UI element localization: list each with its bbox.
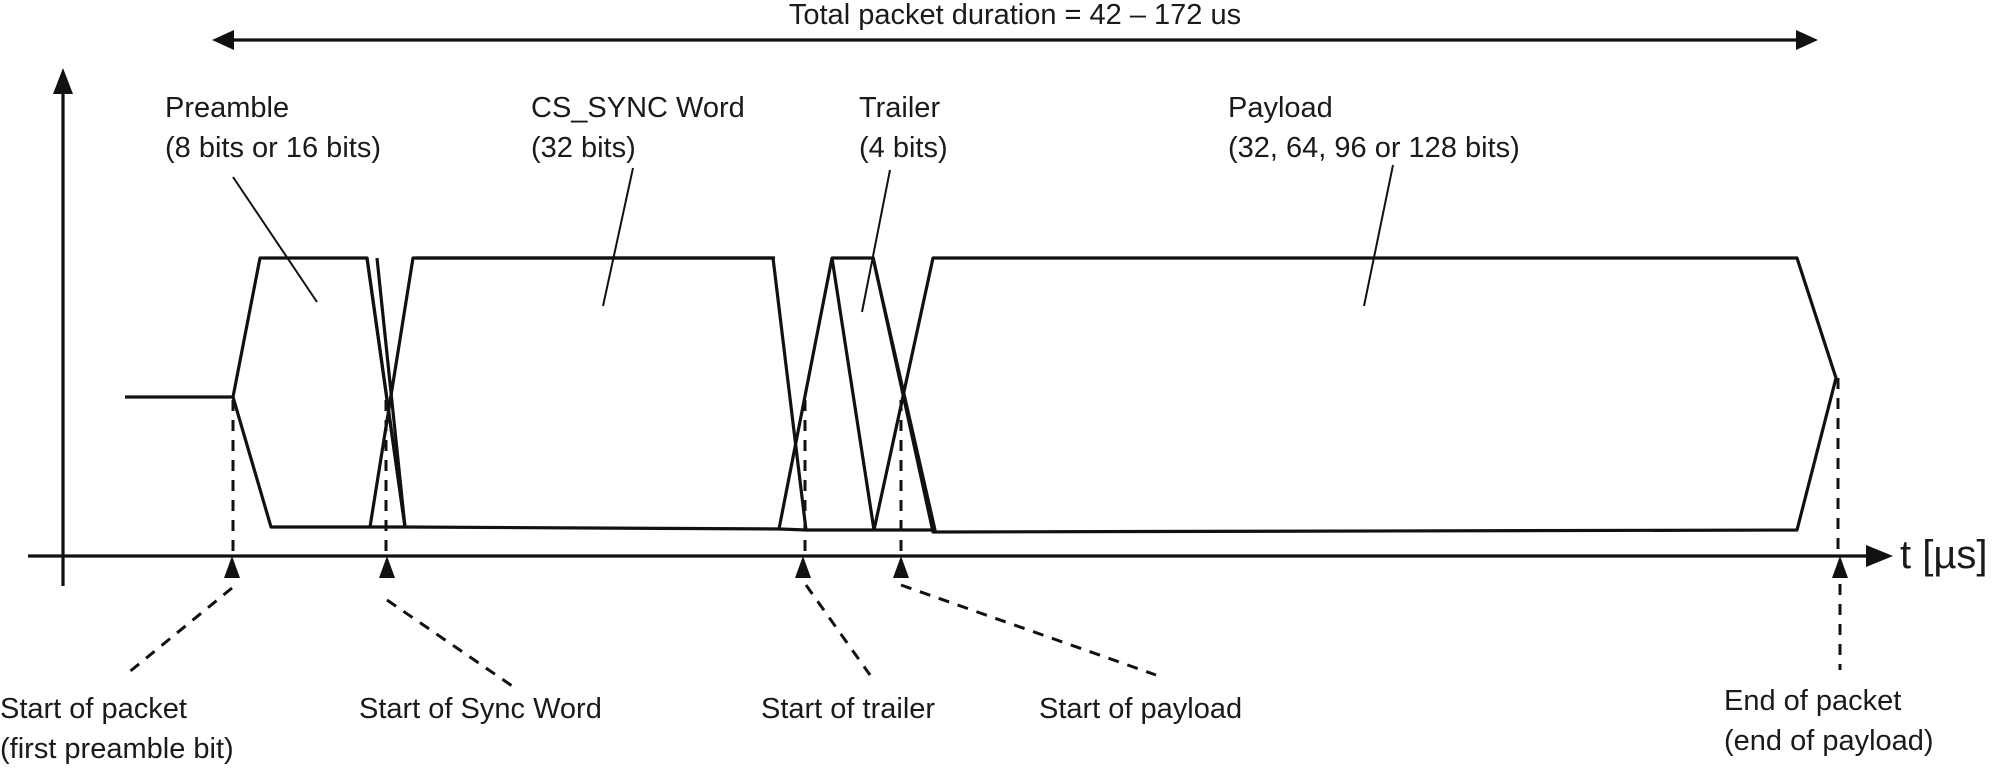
preamble-field xyxy=(231,256,407,529)
field-preamble: Preamble (8 bits or 16 bits) xyxy=(165,92,381,303)
sync-word-name: CS_SYNC Word xyxy=(531,92,745,124)
duration-label: Total packet duration = 42 – 172 us xyxy=(789,0,1241,31)
time-axis-label: t [µs] xyxy=(1900,533,1988,577)
field-payload: Payload (32, 64, 96 or 128 bits) xyxy=(1228,92,1520,307)
marker-start-of-packet-line2: (first preamble bit) xyxy=(0,733,234,765)
marker-start-of-sync-word-line1: Start of Sync Word xyxy=(359,693,602,725)
payload-name: Payload xyxy=(1228,92,1333,124)
time-axis xyxy=(28,545,1893,567)
duration-arrow xyxy=(212,30,1818,50)
trailer-name: Trailer xyxy=(859,92,940,124)
payload-field xyxy=(871,256,1838,534)
marker-end-of-packet-line1: End of packet xyxy=(1724,685,1901,717)
marker-start-of-trailer: Start of trailer xyxy=(761,400,935,725)
marker-start-of-packet-line1: Start of packet xyxy=(0,693,187,725)
marker-end-of-packet: End of packet (end of payload) xyxy=(1724,378,1934,757)
marker-start-of-payload-line1: Start of payload xyxy=(1039,693,1242,725)
marker-start-of-sync-word: Start of Sync Word xyxy=(359,400,602,725)
sync-word-field xyxy=(404,525,807,532)
marker-start-of-packet: Start of packet (first preamble bit) xyxy=(0,400,240,765)
y-axis xyxy=(53,68,73,586)
marker-start-of-trailer-line1: Start of trailer xyxy=(761,693,935,725)
field-trailer: Trailer (4 bits) xyxy=(859,92,948,313)
marker-end-of-packet-line2: (end of payload) xyxy=(1724,725,1934,757)
sync-word-size: (32 bits) xyxy=(531,132,636,164)
preamble-size: (8 bits or 16 bits) xyxy=(165,132,381,164)
preamble-name: Preamble xyxy=(165,92,289,124)
signal-waveform xyxy=(125,256,1838,534)
field-sync-word: CS_SYNC Word (32 bits) xyxy=(531,92,745,307)
payload-size: (32, 64, 96 or 128 bits) xyxy=(1228,132,1520,164)
trailer-size: (4 bits) xyxy=(859,132,948,164)
marker-start-of-payload: Start of payload xyxy=(893,400,1242,725)
